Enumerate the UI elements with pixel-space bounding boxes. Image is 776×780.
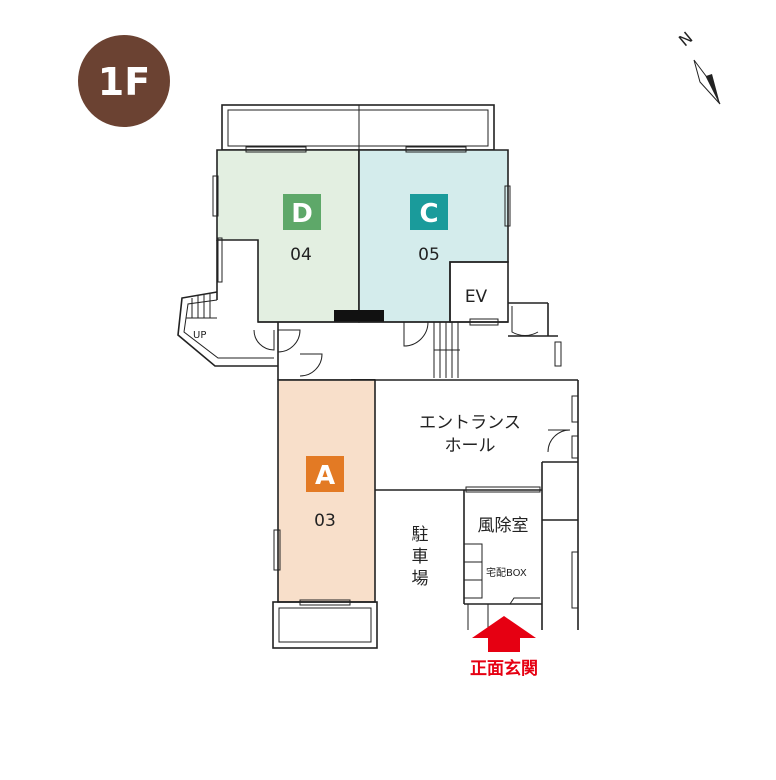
corridor-stairs [433,322,460,378]
floor-badge: 1F [78,35,170,127]
unit-c[interactable]: C 05 [358,149,509,323]
unit-d-letter: D [291,199,313,229]
parking-label-1: 駐 [412,525,429,545]
floor-label: 1F [98,60,150,104]
parking-label-3: 場 [412,569,429,589]
stairs-label: UP [193,330,206,341]
windbreak-label: 風除室 [478,516,529,536]
parking-label-2: 車 [412,547,429,567]
unit-c-badge [410,194,448,230]
compass-arrow-icon [693,59,721,105]
unit-a-badge [306,456,344,492]
entrance-arrow-icon [472,616,536,652]
main-entrance[interactable]: 正面玄関 [470,616,538,679]
unit-d-room [216,149,360,323]
delivery-box-label: 宅配BOX [486,566,527,579]
bottom-balcony [272,599,378,649]
top-balcony [221,104,495,151]
unit-a-number: 03 [314,511,336,531]
floor-badge-circle [78,35,170,127]
windbreak-room: 風除室 宅配BOX [463,486,541,599]
unit-d-number: 04 [290,245,312,265]
elevator-label: EV [465,287,488,307]
doors [253,306,579,609]
main-entrance-label: 正面玄関 [470,658,538,679]
elevator[interactable]: EV [449,261,509,326]
unit-c-letter: C [419,199,438,229]
unit-d-badge [283,194,321,230]
exterior-stair: UP [177,240,278,367]
compass: N [675,28,721,105]
entrance-hall-label-1: エントランス [419,413,521,433]
compass-north-label: N [675,28,696,50]
shaft-1 [334,310,384,322]
unit-a[interactable]: A 03 [273,379,376,603]
unit-d[interactable]: D 04 [216,149,360,323]
unit-a-letter: A [315,461,335,491]
top-windows [212,146,511,283]
entrance-hall-label-2: ホール [445,436,496,456]
entrance-door [467,597,540,630]
unit-c-number: 05 [418,245,440,265]
